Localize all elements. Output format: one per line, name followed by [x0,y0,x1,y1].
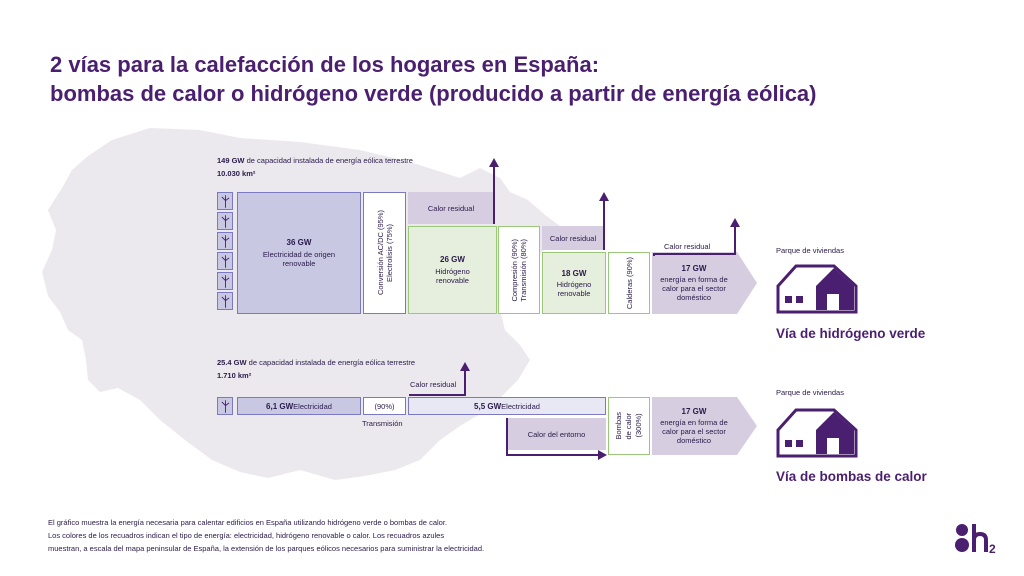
hp-area-label: 1.710 km² [217,371,252,380]
h2-heat-output-label: energía en forma de calor para el sector… [660,275,728,302]
hp-electricity-gw: 6,1 GW [266,401,294,411]
h2-boilers-box: Calderas (90%) [608,252,650,314]
title-line-1: 2 vías para la calefacción de los hogare… [50,52,600,77]
wind-turbine-icon [217,192,233,210]
h2-capacity-label: 149 GW de capacidad instalada de energía… [217,156,413,165]
hp-heat-pumps-line-1: Bombas [614,412,623,440]
hp-transmission-label: Transmisión [362,419,403,428]
hp-capacity-gw: 25.4 GW [217,358,247,367]
h2-boilers-label: Calderas (90%) [624,256,634,310]
h2-conversion-label-1: Conversión AC/DC (95%) [375,210,385,296]
hp-ambient-heat-box: Calor del entorno [507,418,606,450]
hp-heat-output-box: 17 GW energía en forma de calor para el … [652,397,736,455]
h2-heat-output-gw: 17 GW [681,264,707,273]
wind-turbine-icon [217,397,233,415]
h2-electricity-gw: 36 GW [286,238,312,247]
h2-hydrogen-gw: 26 GW [440,255,465,264]
hp-heat-output-gw: 17 GW [681,407,707,416]
hp-ambient-heat-label: Calor del entorno [527,429,586,439]
h2-hydrogen-label: Hidrógeno renovable [435,267,470,285]
h2-hydrogen-delivered-label: Hidrógeno renovable [556,279,592,298]
h2-hydrogen-delivered-box: 18 GW Hidrógeno renovable [542,252,606,314]
h2-hydrogen-delivered-gw: 18 GW [561,268,587,278]
hp-heat-pumps-label: Bombas de calor (300%) [614,412,644,440]
h2-compression-label-1: Compresión (90%) [510,238,519,302]
h2-residual-heat-1-box: Calor residual [408,192,494,224]
h2-residual-heat-2-label: Calor residual [549,233,597,243]
hp-heat-output-label: energía en forma de calor para el sector… [660,418,728,445]
wind-turbine-icon [217,212,233,230]
hp-heat-pumps-line-3: (300%) [634,413,643,439]
wind-turbine-icon [217,232,233,250]
hp-heat-pumps-line-2: de calor [624,412,633,440]
h2-residual-heat-3-label: Calor residual [664,242,711,251]
logo-subscript: 2 [989,542,996,556]
hp-electricity-2-gw: 5,5 GW [474,401,502,411]
title-line-2: bombas de calor o hidrógeno verde (produ… [50,81,817,106]
hp-electricity-box: 6,1 GW Electricidad [237,397,361,415]
hp-transmission-pct: (90%) [374,401,395,411]
page-title: 2 vías para la calefacción de los hogare… [50,50,817,108]
h2-heat-output-arrow [652,252,757,314]
wind-turbine-icon [217,272,233,290]
h2-electricity-box: 36 GW Electricidad de origen renovable [237,192,361,314]
hp-electricity-2-label: Electricidad [501,401,540,411]
h2-way-label: Vía de hidrógeno verde [776,326,926,341]
hp-heat-output-arrow [652,397,757,455]
h2-housing-label: Parque de viviendas [776,246,844,255]
h2-area-label: 10.030 km² [217,169,256,178]
h2-hydrogen-box: 26 GW Hidrógeno renovable [408,226,497,314]
hp-capacity-text: de capacidad instalada de energía eólica… [246,358,416,367]
h2-capacity-text: de capacidad instalada de energía eólica… [244,156,413,165]
footnote-line-2: Los colores de los recuadros indican el … [48,531,445,540]
h2-compression-label-2: Transmisión (80%) [519,238,528,302]
h2-heat-output-box: 17 GW energía en forma de calor para el … [652,252,736,314]
hp-residual-heat-label: Calor residual [410,380,457,389]
footnote-line-3: muestran, a escala del mapa peninsular d… [48,544,485,553]
h2-conversion-box: Conversión AC/DC (95%) Electrolisis (75%… [363,192,406,314]
house-icon [776,264,858,314]
wind-turbine-icon [217,252,233,270]
h2-compression-box: Compresión (90%) Transmisión (80%) [498,226,540,314]
house-icon [776,408,858,458]
h2-residual-heat-2-box: Calor residual [542,226,604,250]
h2-residual-heat-1-label: Calor residual [427,203,475,213]
hp-capacity-label: 25.4 GW de capacidad instalada de energí… [217,358,415,367]
h2-electricity-label: Electricidad de origen renovable [262,250,336,268]
hp-transmission-box: (90%) [363,397,406,415]
hp-way-label: Vía de bombas de calor [776,469,927,484]
footnote-line-1: El gráfico muestra la energía necesaria … [48,518,447,527]
h2-capacity-gw: 149 GW [217,156,245,165]
h2-conversion-label-2: Electrolisis (75%) [384,224,394,282]
hp-electricity-2-box: 5,5 GW Electricidad [408,397,606,415]
logo-icon [955,524,988,552]
footnote: El gráfico muestra la energía necesaria … [48,516,484,555]
wind-turbine-icon [217,292,233,310]
hp-heat-pumps-box: Bombas de calor (300%) [608,397,650,455]
hp-housing-label: Parque de viviendas [776,388,844,397]
hp-electricity-label: Electricidad [293,401,332,411]
